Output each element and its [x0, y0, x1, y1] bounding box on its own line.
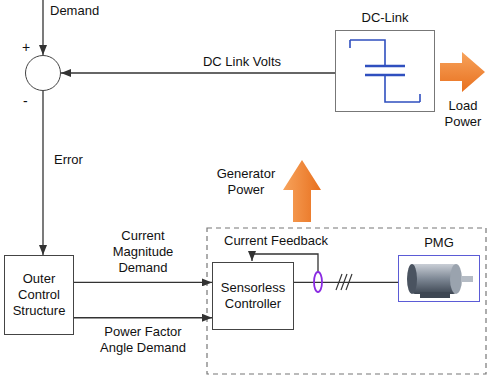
load-power-arrow	[440, 52, 485, 92]
annotation-label: Current Feedback	[224, 233, 336, 249]
signal-label: Current Magnitude Demand	[96, 228, 190, 276]
motor-picture	[407, 264, 473, 298]
process-box: Sensorless Controller	[212, 262, 294, 330]
annotation-label: Load Power	[439, 98, 487, 130]
annotation-label: Demand	[50, 3, 120, 19]
summing-junction: +-	[25, 55, 61, 91]
signal-arrow	[74, 317, 212, 318]
demand-arrow	[42, 0, 43, 55]
machine-box: PMG	[398, 255, 480, 302]
box-text: Sensorless Controller	[217, 280, 289, 312]
box-heading: PMG	[399, 235, 479, 251]
sign-label: +	[22, 39, 30, 55]
process-box: Outer Control Structure	[4, 255, 74, 335]
phase-wire	[294, 282, 398, 283]
signal-label: Power Factor Angle Demand	[88, 324, 198, 356]
signal-label: Error	[52, 152, 96, 168]
signal-arrow	[42, 91, 43, 255]
current-sensor	[314, 272, 322, 292]
dashed-region	[207, 228, 486, 374]
box-text: Outer Control Structure	[9, 271, 69, 319]
box-heading: DC-Link	[336, 10, 434, 26]
generator-power-arrow	[283, 160, 321, 222]
capacitor-symbol	[350, 40, 420, 102]
sign-label: -	[23, 93, 28, 109]
signal-arrow	[74, 282, 212, 283]
annotation-label: Generator Power	[212, 166, 280, 198]
signal-arrow	[61, 72, 335, 73]
signal-label: DC Link Volts	[188, 54, 296, 70]
dc-link-box: DC-Link	[335, 30, 435, 112]
